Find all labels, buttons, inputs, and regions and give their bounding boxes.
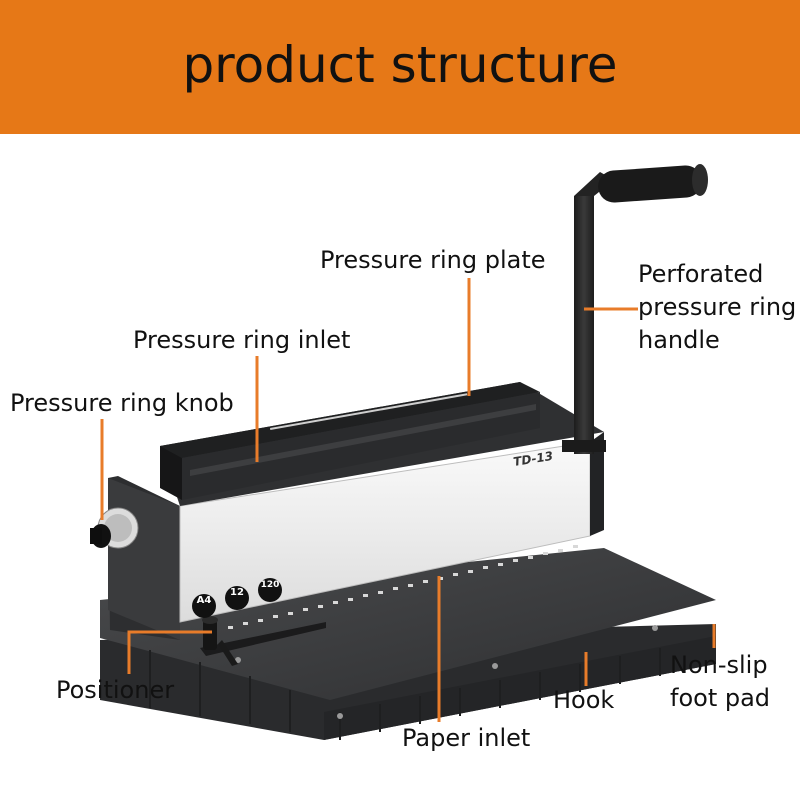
label-pressure-ring-inlet: Pressure ring inlet <box>133 326 351 354</box>
label-non-slip-foot-pad: Non-slip foot pad <box>670 649 770 715</box>
label-handle-line-3: handle <box>638 326 720 354</box>
label-pressure-ring-plate: Pressure ring plate <box>320 246 546 274</box>
label-paper-inlet: Paper inlet <box>402 724 531 752</box>
pressure-ring-plate <box>160 382 540 500</box>
base-screws <box>235 625 658 719</box>
leader-positioner <box>127 630 212 674</box>
model-label: TD-13 <box>512 449 554 469</box>
positioner-guide <box>200 616 326 666</box>
label-handle-line-1: Perforated <box>638 260 764 288</box>
label-hook: Hook <box>553 686 615 714</box>
label-positioner: Positioner <box>56 676 175 704</box>
pressure-ring-knob <box>90 507 139 549</box>
label-perforated-handle: Perforated pressure ring handle <box>638 258 796 357</box>
capacity-badges: A4 12 120 <box>192 578 282 618</box>
header-banner: product structure <box>0 0 800 134</box>
label-foot-pad-line-2: foot pad <box>670 684 771 712</box>
badge-12 <box>225 586 249 610</box>
label-handle-line-2: pressure ring <box>638 293 797 321</box>
machine-right-end <box>590 432 604 536</box>
label-foot-pad-line-1: Non-slip <box>670 651 768 679</box>
perforated-handle <box>562 164 708 454</box>
badge-a4-text: A4 <box>197 595 212 606</box>
badge-120-text: 120 <box>261 580 280 590</box>
page-title: product structure <box>182 36 618 94</box>
label-pressure-ring-knob: Pressure ring knob <box>10 389 234 417</box>
badge-12-text: 12 <box>230 587 244 598</box>
badge-a4 <box>192 594 216 618</box>
panel-print-strip <box>270 393 468 430</box>
base-ribs <box>149 648 661 740</box>
paper-scale <box>228 545 578 629</box>
badge-120 <box>258 578 282 602</box>
